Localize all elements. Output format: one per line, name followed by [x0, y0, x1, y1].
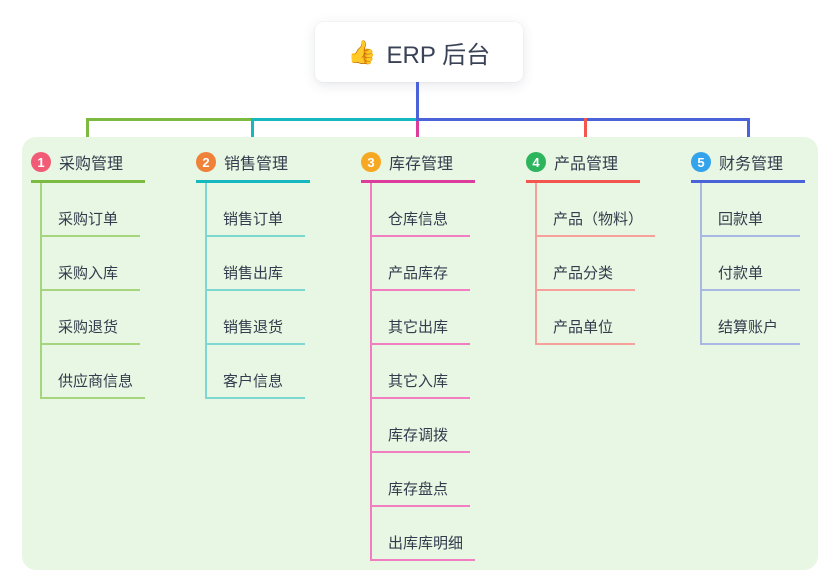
child-node[interactable]: 仓库信息: [372, 183, 470, 237]
child-node[interactable]: 产品（物料）: [537, 183, 656, 237]
connector-bus-branch2: [251, 118, 419, 121]
branch-children: 销售订单销售出库销售退货客户信息: [205, 183, 305, 399]
branch-label: 产品管理: [554, 156, 619, 173]
root-node[interactable]: 👍 ERP 后台: [315, 22, 523, 82]
branch-number-badge: 3: [361, 152, 381, 172]
child-node[interactable]: 采购订单: [42, 183, 140, 237]
child-node[interactable]: 付款单: [702, 237, 800, 291]
branch-children: 产品（物料）产品分类产品单位: [535, 183, 656, 345]
branch-number-badge: 5: [691, 152, 711, 172]
child-node[interactable]: 出库库明细: [372, 507, 476, 561]
branch-procurement: 1 采购管理 采购订单采购入库采购退货供应商信息: [31, 148, 146, 399]
connector-stub-branch4: [584, 118, 587, 147]
child-node[interactable]: 销售退货: [207, 291, 305, 345]
branch-label: 库存管理: [389, 156, 454, 173]
branch-header[interactable]: 4 产品管理: [526, 148, 640, 183]
child-node[interactable]: 库存盘点: [372, 453, 470, 507]
thumbs-up-icon: 👍: [347, 38, 377, 65]
child-node[interactable]: 采购退货: [42, 291, 140, 345]
child-node[interactable]: 采购入库: [42, 237, 140, 291]
child-node[interactable]: 供应商信息: [42, 345, 146, 399]
branch-product: 4 产品管理 产品（物料）产品分类产品单位: [526, 148, 656, 345]
branch-children: 采购订单采购入库采购退货供应商信息: [40, 183, 146, 399]
branch-number-badge: 4: [526, 152, 546, 172]
connector-stub-branch3: [416, 121, 419, 147]
root-title: ERP 后台: [386, 41, 491, 69]
child-node[interactable]: 其它出库: [372, 291, 470, 345]
branch-header[interactable]: 5 财务管理: [691, 148, 805, 183]
child-node[interactable]: 销售订单: [207, 183, 305, 237]
branch-finance: 5 财务管理 回款单付款单结算账户: [691, 148, 805, 345]
connector-bus-branch1: [86, 118, 253, 121]
connector-stub-branch5: [747, 118, 750, 147]
connector-stub-branch2: [251, 118, 254, 147]
branch-header[interactable]: 2 销售管理: [196, 148, 310, 183]
child-node[interactable]: 库存调拨: [372, 399, 470, 453]
child-node[interactable]: 结算账户: [702, 291, 800, 345]
child-node[interactable]: 回款单: [702, 183, 800, 237]
child-node[interactable]: 其它入库: [372, 345, 470, 399]
branch-number-badge: 2: [196, 152, 216, 172]
branch-label: 采购管理: [59, 156, 124, 173]
canvas-panel: [22, 137, 818, 570]
branch-children: 仓库信息产品库存其它出库其它入库库存调拨库存盘点出库库明细: [370, 183, 476, 561]
branch-label: 销售管理: [224, 156, 289, 173]
branch-children: 回款单付款单结算账户: [700, 183, 800, 345]
branch-label: 财务管理: [719, 156, 784, 173]
child-node[interactable]: 客户信息: [207, 345, 305, 399]
branch-header[interactable]: 3 库存管理: [361, 148, 475, 183]
child-node[interactable]: 产品单位: [537, 291, 635, 345]
branch-inventory: 3 库存管理 仓库信息产品库存其它出库其它入库库存调拨库存盘点出库库明细: [361, 148, 476, 561]
child-node[interactable]: 销售出库: [207, 237, 305, 291]
branch-number-badge: 1: [31, 152, 51, 172]
branch-sales: 2 销售管理 销售订单销售出库销售退货客户信息: [196, 148, 310, 399]
child-node[interactable]: 产品库存: [372, 237, 470, 291]
child-node[interactable]: 产品分类: [537, 237, 635, 291]
branch-header[interactable]: 1 采购管理: [31, 148, 145, 183]
connector-root-vertical: [416, 82, 419, 121]
connector-bus-branch5: [416, 118, 750, 121]
connector-stub-branch1: [86, 118, 89, 147]
